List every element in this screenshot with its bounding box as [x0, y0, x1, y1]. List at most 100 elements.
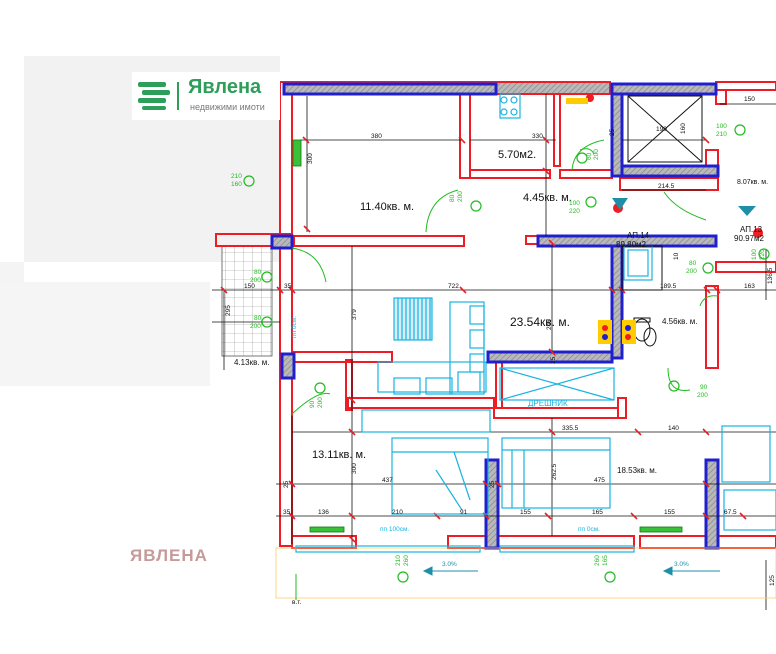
apartment-labels: АП.14 89.80м2 АП.13 90.97м2 [616, 225, 765, 249]
dim-379: 379 [351, 309, 358, 320]
closet-label: ДРЕШНИК [528, 399, 568, 408]
door-tag-9-h: 200 [697, 392, 708, 399]
dim-25-d: 25 [489, 480, 496, 488]
bath-fixtures [621, 95, 703, 347]
dim-91: 91 [460, 509, 468, 516]
room-area-4-56: 4.56кв. м. [662, 317, 698, 326]
dim-35: 35 [284, 283, 292, 290]
door-tag-10-w: 80 [449, 194, 456, 202]
dim-165: 165 [592, 509, 603, 516]
door-tag-5-h: 210 [716, 131, 727, 138]
door-tag-11-w: 210 [395, 555, 402, 566]
furniture [275, 93, 776, 599]
windows [292, 139, 683, 533]
dim-136-5: 136.5 [767, 267, 774, 284]
door-tag-6-h: 200 [686, 268, 697, 275]
door-tag-4-h: 220 [569, 208, 580, 215]
watermark: ЯВЛЕНА [130, 546, 208, 565]
room-area-18-53: 18.53кв. м. [617, 466, 657, 475]
dim-335-5: 335.5 [562, 425, 579, 432]
room-area-11-40: 11.40кв. м. [360, 201, 414, 213]
dim-245: 245 [546, 319, 553, 330]
dim-10: 10 [673, 252, 680, 260]
dim-475: 475 [594, 477, 605, 484]
dim-189-5: 189.5 [660, 283, 677, 290]
bt-label: в.т. [292, 599, 302, 606]
ap13-area: 90.97м2 [734, 234, 765, 243]
door-tag-11-h: 260 [403, 555, 410, 566]
door-tag-6-w: 80 [689, 260, 697, 267]
dim-300: 300 [307, 153, 314, 164]
sill-label-2: пп 100см. [380, 526, 409, 533]
door-tag-15-w: 60 [586, 152, 593, 160]
dim-35-b: 35 [283, 509, 291, 516]
slope-label-1: 3.0% [442, 561, 457, 568]
door-tag-2-w: 80 [254, 269, 262, 276]
brand-logo: Явлена недвижими имоти [132, 72, 280, 120]
dim-25-c: 25 [283, 480, 290, 488]
dim-722: 722 [448, 283, 459, 290]
dim-25-b: 25 [550, 356, 557, 364]
dim-136: 136 [318, 509, 329, 516]
dim-300-b: 300 [351, 463, 358, 474]
slope-label-2: 3.0% [674, 561, 689, 568]
ap13-label: АП.13 [740, 225, 763, 234]
door-swings [291, 139, 719, 600]
door-tag-13-w: 165 [602, 555, 609, 566]
room-labels: 11.40кв. м. 5.70м2. 4.45кв. м. 23.54кв. … [234, 149, 768, 475]
dimension-lines [212, 94, 776, 610]
dim-295: 295 [225, 305, 232, 316]
sill-label-1: пп 0см. [291, 316, 298, 338]
dim-262-5: 262.5 [551, 463, 558, 480]
dim-380: 380 [371, 133, 382, 140]
dim-190: 190 [656, 126, 667, 133]
door-tag-1-w: 210 [231, 173, 242, 180]
room-area-13-11: 13.11кв. м. [312, 449, 366, 461]
apartment-markers [612, 198, 756, 216]
dim-150: 150 [744, 96, 755, 103]
dim-125: 125 [769, 575, 776, 586]
dim-160: 160 [680, 123, 687, 134]
door-tag-8-w: 90 [309, 400, 316, 408]
door-tag-9-w: 90 [700, 384, 708, 391]
door-tag-7-w: 100 [751, 249, 758, 260]
room-area-4-13: 4.13кв. м. [234, 358, 270, 367]
dim-210: 210 [392, 509, 403, 516]
door-tag-1-h: 160 [231, 181, 242, 188]
door-markers [243, 124, 770, 583]
room-area-4-45: 4.45кв. м. [523, 192, 572, 204]
door-tag-8-h: 200 [317, 397, 324, 408]
room-area-8-07: 8.07кв. м. [737, 179, 768, 186]
door-tag-3-h: 200 [250, 323, 261, 330]
dim-437: 437 [382, 477, 393, 484]
logo-mark-icon [138, 82, 179, 110]
dim-163: 163 [744, 283, 755, 290]
door-tag-13-h: 260 [594, 555, 601, 566]
dim-67-5: 67.5 [724, 509, 737, 516]
brand-tagline: недвижими имоти [190, 102, 265, 112]
door-tag-15-h: 200 [593, 149, 600, 160]
brand-name: Явлена [188, 76, 262, 98]
dim-150-balcony: 150 [244, 283, 255, 290]
service-markers [566, 94, 763, 344]
door-tag-7-h: 220 [759, 249, 766, 260]
slope-arrows [422, 566, 720, 576]
room-area-23-54: 23.54кв. м. [510, 315, 570, 329]
dim-25-a: 25 [609, 128, 616, 136]
door-tags: 210 160 80 200 80 200 100 220 100 210 80… [231, 123, 766, 566]
door-tag-3-w: 80 [254, 315, 262, 322]
dim-155-a: 155 [520, 509, 531, 516]
dim-140: 140 [668, 425, 679, 432]
dim-155-b: 155 [664, 509, 675, 516]
dimension-labels: 380 330 300 190 160 150 214.5 722 245 18… [225, 96, 776, 606]
balcony-tiles [221, 245, 273, 357]
door-tag-2-h: 200 [250, 277, 261, 284]
dim-330: 330 [532, 133, 543, 140]
ap14-area: 89.80м2 [616, 240, 647, 249]
dim-214-5: 214.5 [658, 183, 675, 190]
ap14-label: АП.14 [627, 231, 650, 240]
door-tag-5-w: 100 [716, 123, 727, 130]
door-tag-10-h: 200 [457, 191, 464, 202]
sill-label-3: пп 0см. [578, 526, 600, 533]
